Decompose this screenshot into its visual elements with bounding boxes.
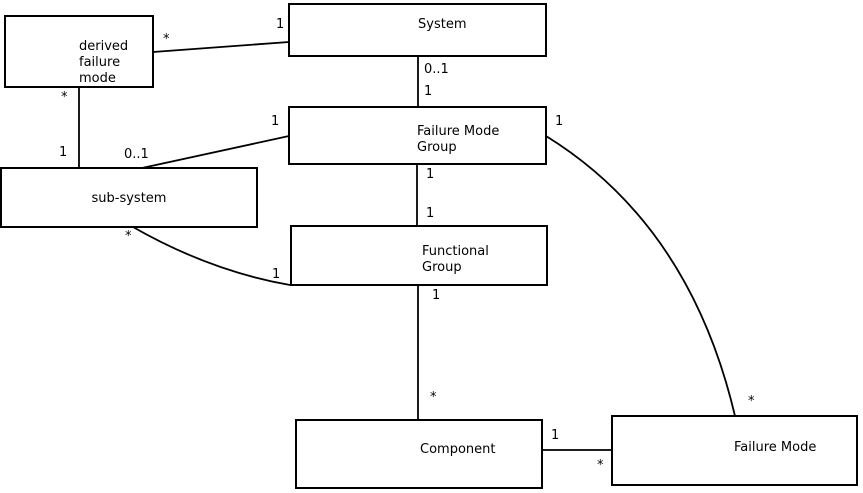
multiplicity-fg-component-target: * [430,390,437,405]
multiplicity-component-fm-source: 1 [551,428,560,443]
entity-sub-system: sub-system [0,167,258,228]
entity-label: Component [420,442,496,457]
entity-component: Component [295,419,543,489]
entity-failure-mode-group: Failure Mode Group [288,106,547,165]
multiplicity-subsystem-fg-target: 1 [272,267,281,282]
entity-label: System [418,17,467,32]
multiplicity-fmg-subsystem-source: 1 [271,114,280,129]
multiplicity-system-fmg-target: 1 [424,84,433,99]
entity-label: Failure Mode Group [417,124,500,155]
entity-system: System [288,3,547,57]
multiplicity-dfm-system-target: 1 [276,17,285,32]
entity-label: sub-system [91,191,167,206]
entity-failure-mode: Failure Mode [611,415,858,486]
multiplicity-dfm-subsystem-target: 1 [59,145,68,160]
multiplicity-dfm-system-source: * [163,32,170,47]
edge-failure-mode-group-sub-system [141,135,290,169]
multiplicity-fmg-fm-source: 1 [555,114,564,129]
entity-derived-failure-mode: derived failure mode [4,15,154,88]
multiplicity-system-fmg-source: 0..1 [424,62,449,77]
entity-label: Failure Mode [734,440,817,455]
multiplicity-fmg-fm-target: * [748,394,755,409]
multiplicity-fmg-fg-source: 1 [426,167,435,182]
multiplicity-fmg-fg-target: 1 [426,206,435,221]
edge-sub-system-functional-group [132,226,291,286]
multiplicity-dfm-subsystem-source: * [61,90,68,105]
multiplicity-fg-component-source: 1 [432,288,441,303]
multiplicity-component-fm-target: * [597,458,604,473]
multiplicity-subsystem-fg-source: * [125,229,132,244]
edge-failure-mode-group-failure-mode [545,135,736,417]
entity-label: derived failure mode [79,39,129,86]
edge-derived-failure-mode-system [152,41,290,53]
multiplicity-fmg-subsystem-target: 0..1 [124,147,149,162]
entity-label: Functional Group [422,244,489,275]
entity-functional-group: Functional Group [290,225,548,286]
